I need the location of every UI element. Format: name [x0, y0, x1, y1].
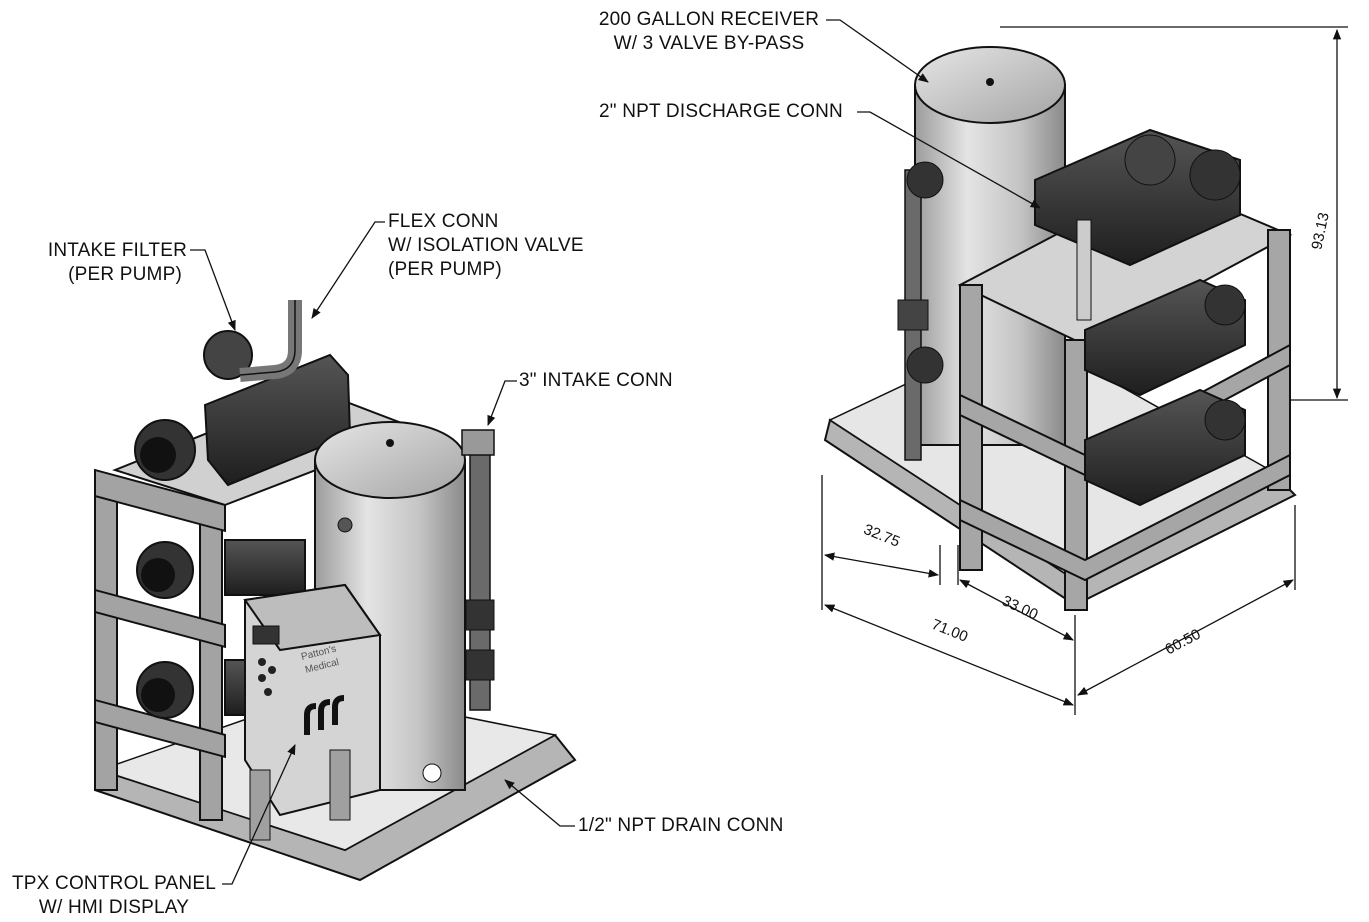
tpx-control-panel	[243, 583, 382, 841]
right-pump-mid	[1084, 278, 1246, 397]
callout-discharge-conn: 2" NPT DISCHARGE CONN	[599, 100, 843, 124]
callout-flex-conn-line3: (PER PUMP)	[388, 259, 502, 280]
left-unit: Patton's Medical	[93, 300, 577, 882]
callout-flex-conn: FLEX CONN W/ ISOLATION VALVE (PER PUMP)	[388, 210, 584, 282]
dim-height: 93.13	[1308, 211, 1332, 251]
leader-lines	[190, 19, 1041, 885]
dim-depth-front: 32.75	[861, 521, 902, 551]
callout-receiver-line1: 200 GALLON RECEIVER	[598, 9, 820, 30]
left-intake-riser	[461, 429, 495, 711]
dimension-lines	[821, 26, 1348, 715]
callout-receiver: 200 GALLON RECEIVER W/ 3 VALVE BY-PASS	[594, 8, 824, 56]
right-pump-bottom	[1084, 388, 1246, 507]
right-discharge-riser	[1076, 219, 1092, 321]
left-pump-mid	[136, 539, 306, 599]
left-pump-top	[134, 330, 352, 487]
callout-intake-filter-line1: INTAKE FILTER	[47, 240, 187, 261]
dim-overall-length: 71.00	[929, 616, 970, 646]
callout-drain-conn-line1: 1/2" NPT DRAIN CONN	[578, 815, 784, 836]
dim-width: 60.50	[1162, 626, 1203, 659]
callout-flex-conn-line2: W/ ISOLATION VALVE	[388, 235, 584, 256]
callout-control-panel-line2: W/ HMI DISPLAY	[38, 897, 190, 918]
callout-intake-conn-line1: 3" INTAKE CONN	[519, 370, 673, 391]
callout-flex-conn-line1: FLEX CONN	[388, 211, 499, 232]
callout-control-panel: TPX CONTROL PANEL W/ HMI DISPLAY	[8, 872, 220, 920]
dim-depth-rear: 33.00	[999, 592, 1040, 623]
panel-pump-switches	[304, 695, 345, 735]
callout-discharge-conn-line1: 2" NPT DISCHARGE CONN	[599, 101, 843, 122]
callout-intake-filter-line2: (PER PUMP)	[68, 264, 182, 285]
callout-intake-conn: 3" INTAKE CONN	[519, 369, 673, 393]
callout-intake-filter: INTAKE FILTER (PER PUMP)	[35, 239, 187, 287]
right-bypass-piping	[897, 161, 944, 461]
callout-drain-conn: 1/2" NPT DRAIN CONN	[578, 814, 784, 838]
callout-control-panel-line1: TPX CONTROL PANEL	[12, 873, 216, 894]
callout-receiver-line2: W/ 3 VALVE BY-PASS	[613, 33, 805, 54]
hmi-display	[252, 625, 280, 645]
right-unit	[823, 46, 1297, 611]
